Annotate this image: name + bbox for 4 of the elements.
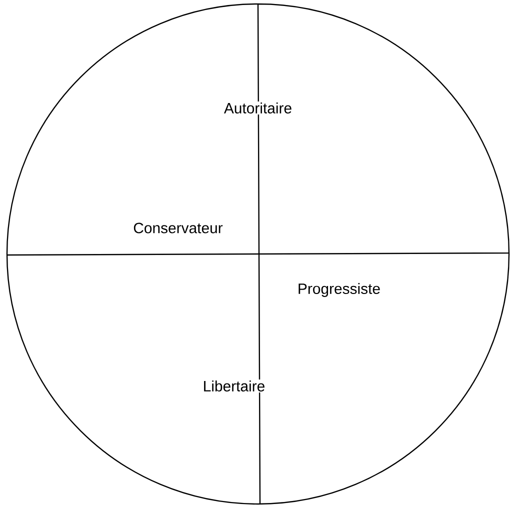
axis-label: Autoritaire [222, 102, 294, 114]
axis-label: Conservateur [132, 222, 224, 234]
axis-label: Libertaire [202, 380, 266, 392]
axis-label: Progressiste [296, 282, 382, 298]
